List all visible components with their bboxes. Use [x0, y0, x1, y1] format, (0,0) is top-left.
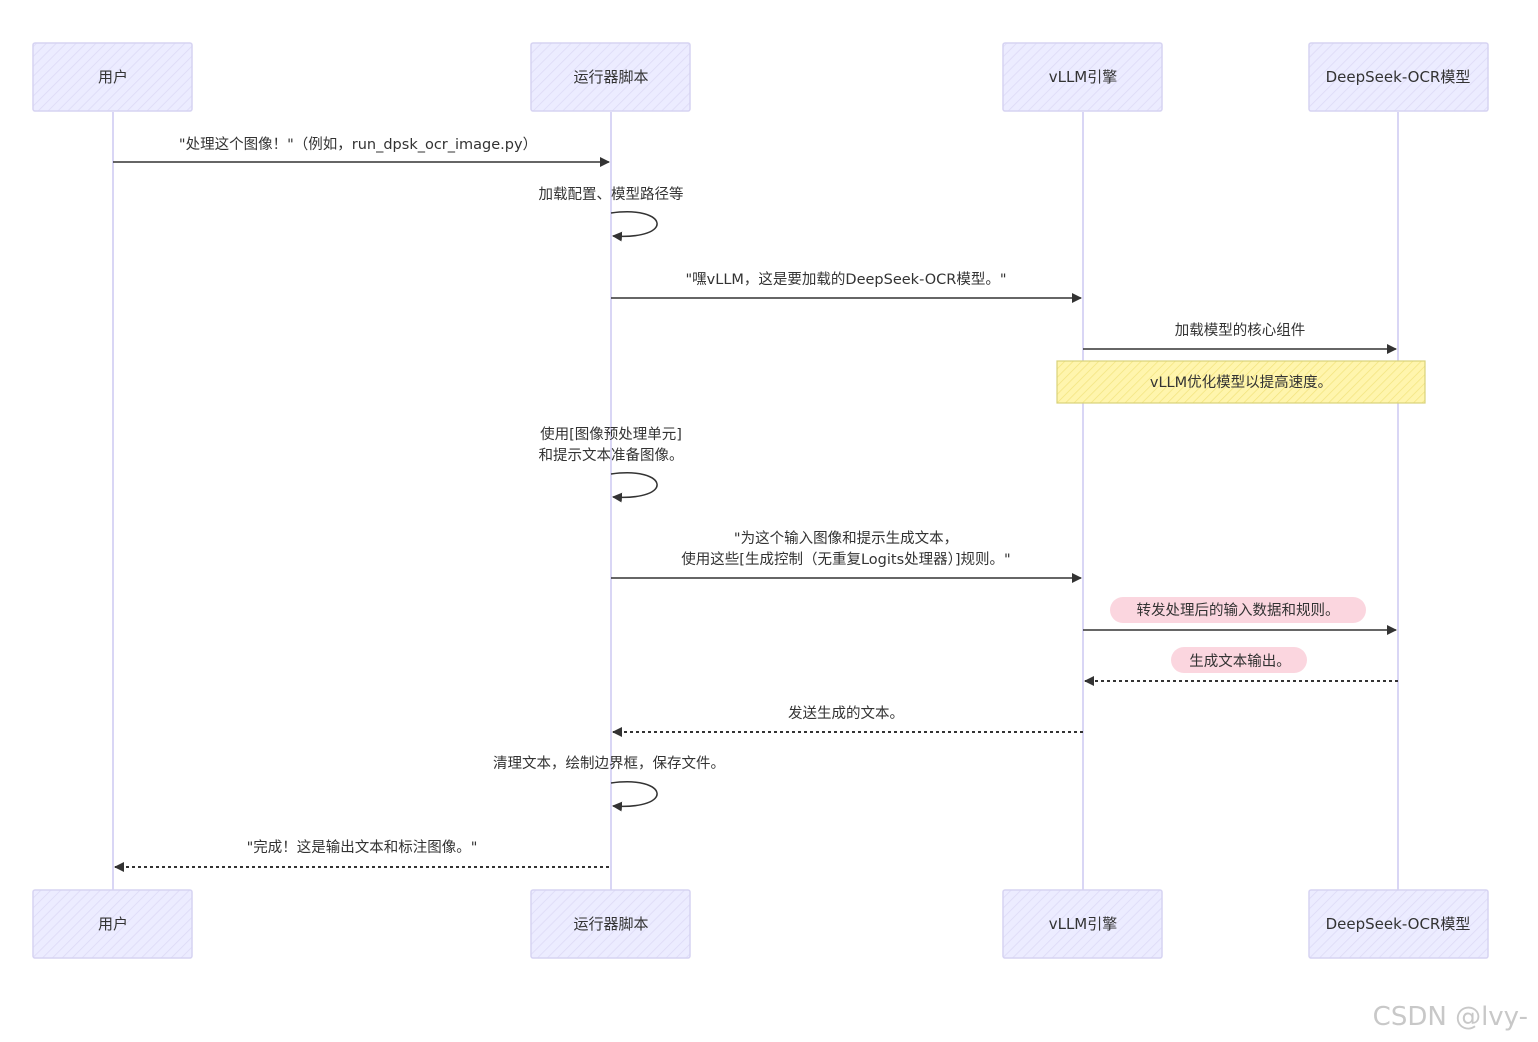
message-highlight — [1110, 597, 1366, 623]
message-label: "嘿vLLM，这是要加载的DeepSeek-OCR模型。" — [686, 271, 1007, 288]
watermark: CSDN @lvy- — [1372, 1002, 1528, 1032]
message-m8: 生成文本输出。 — [1084, 647, 1398, 686]
message-m7: 转发处理后的输入数据和规则。 — [1083, 597, 1397, 635]
actor-vllm-top: vLLM引擎 — [1002, 42, 1163, 112]
actor-model-bottom: DeepSeek-OCR模型 — [1308, 889, 1489, 959]
message-m3: "嘿vLLM，这是要加载的DeepSeek-OCR模型。" — [611, 271, 1082, 303]
actor-runner-bottom: 运行器脚本 — [530, 889, 691, 959]
actor-model-label: DeepSeek-OCR模型 — [1326, 68, 1471, 86]
actor-user-label: 用户 — [98, 68, 128, 86]
actor-user-label: 用户 — [98, 915, 128, 933]
lifelines — [112, 112, 1399, 890]
actor-vllm-label: vLLM引擎 — [1049, 915, 1118, 933]
message-label-line2: 和提示文本准备图像。 — [539, 447, 684, 464]
actor-runner-label: 运行器脚本 — [573, 915, 648, 933]
actor-user-bottom: 用户 — [32, 889, 193, 959]
self-loop-arrow — [610, 781, 658, 812]
message-m9: 发送生成的文本。 — [612, 705, 1083, 737]
actor-model-label: DeepSeek-OCR模型 — [1326, 915, 1471, 933]
message-label-line1: 使用[图像预处理单元] — [540, 426, 682, 443]
message-label: "完成！这是输出文本和标注图像。" — [247, 839, 478, 856]
message-m11: "完成！这是输出文本和标注图像。" — [114, 839, 609, 872]
note-box — [1056, 360, 1426, 404]
self-loop-arrow — [610, 211, 658, 242]
actor-vllm-bottom: vLLM引擎 — [1002, 889, 1163, 959]
message-m1: "处理这个图像！"（例如，run_dpsk_ocr_image.py） — [113, 136, 610, 167]
message-m10: 清理文本，绘制边界框，保存文件。 — [493, 755, 725, 812]
message-label: 生成文本输出。 — [1189, 653, 1291, 670]
note: vLLM优化模型以提高速度。 — [1056, 360, 1426, 404]
actor-vllm-label: vLLM引擎 — [1049, 68, 1118, 86]
actor-runner-label: 运行器脚本 — [573, 68, 648, 86]
actors-bottom: 用户 运行器脚本 vLLM引擎 DeepSeek-OCR模型 — [32, 889, 1489, 959]
message-label: 转发处理后的输入数据和规则。 — [1137, 602, 1340, 619]
message-m6: "为这个输入图像和提示生成文本， 使用这些[生成控制（无重复Logits处理器）… — [611, 530, 1082, 583]
message-label: 发送生成的文本。 — [788, 705, 904, 722]
message-label-line1: "为这个输入图像和提示生成文本， — [734, 530, 958, 547]
message-m2: 加载配置、模型路径等 — [539, 185, 684, 242]
message-m5: 使用[图像预处理单元] 和提示文本准备图像。 — [539, 426, 684, 503]
message-label: 加载模型的核心组件 — [1175, 322, 1306, 339]
actor-runner-top: 运行器脚本 — [530, 42, 691, 112]
message-label: 加载配置、模型路径等 — [539, 185, 684, 203]
self-loop-arrow — [610, 472, 658, 503]
message-label: "处理这个图像！"（例如，run_dpsk_ocr_image.py） — [179, 136, 537, 153]
message-m4: 加载模型的核心组件 — [1083, 322, 1397, 354]
actors-top: 用户 运行器脚本 vLLM引擎 DeepSeek-OCR模型 — [32, 42, 1489, 112]
message-highlight — [1171, 647, 1307, 673]
actor-user-top: 用户 — [32, 42, 193, 112]
actor-model-top: DeepSeek-OCR模型 — [1308, 42, 1489, 112]
message-label-line2: 使用这些[生成控制（无重复Logits处理器）]规则。" — [681, 550, 1010, 568]
note-text: vLLM优化模型以提高速度。 — [1150, 374, 1332, 391]
message-label: 清理文本，绘制边界框，保存文件。 — [493, 755, 725, 772]
